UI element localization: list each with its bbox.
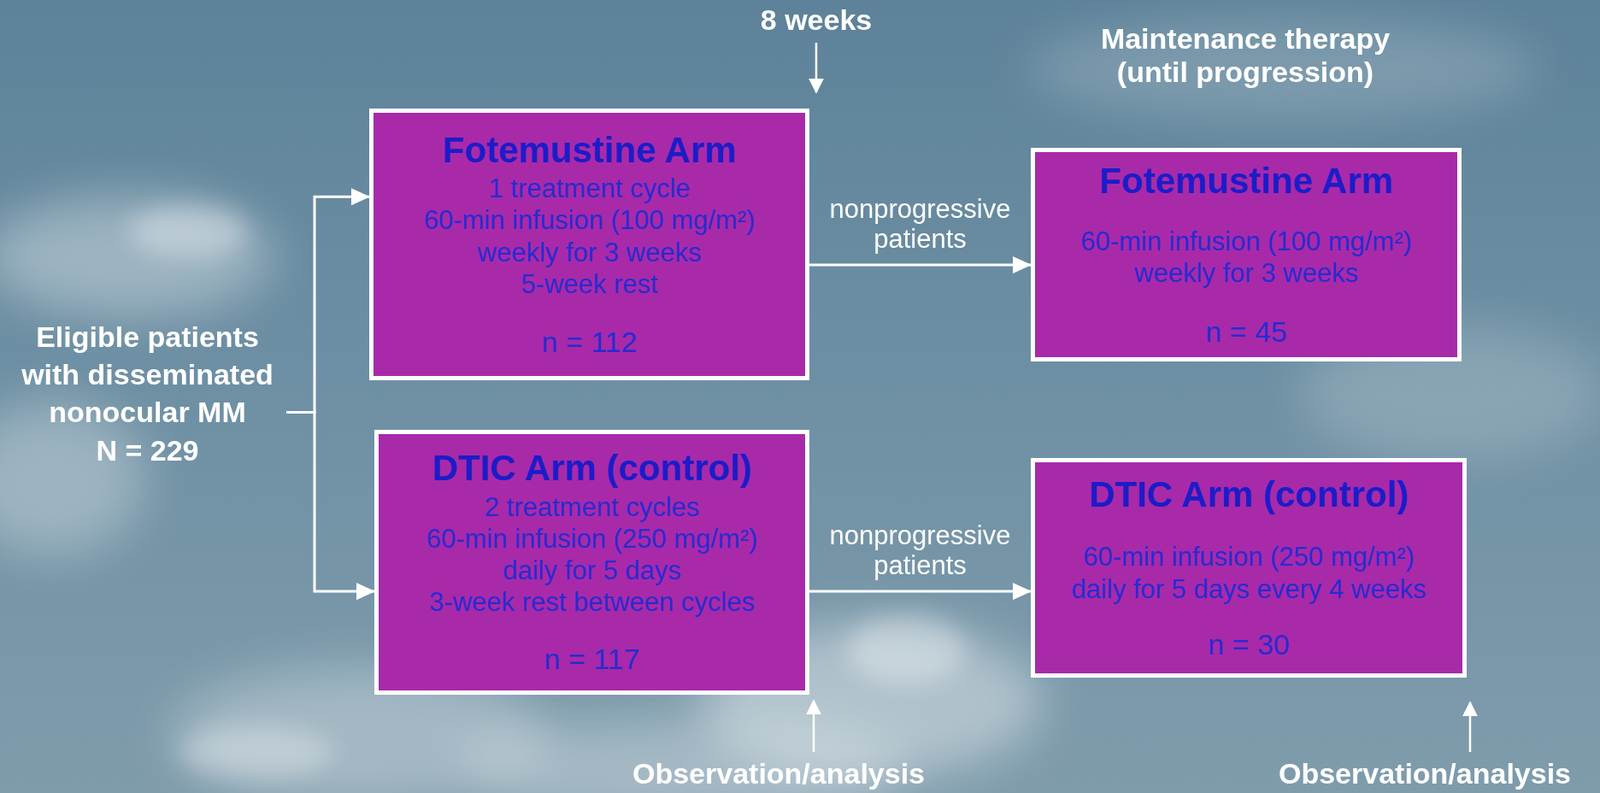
observation-label: Observation/analysis (1278, 757, 1571, 791)
leader-arrow (815, 42, 818, 93)
regimen-line: 60-min infusion (100 mg/m²) (423, 204, 756, 236)
leader-arrow (1469, 702, 1472, 753)
regimen-line: weekly for 3 weeks (477, 236, 702, 269)
leader-arrow (812, 700, 816, 753)
regimen-line: daily for 5 days (502, 554, 682, 587)
treatment-box: DTIC Arm (control) 60-min infusion (250 m… (1030, 458, 1467, 678)
cloud (0, 17, 1600, 793)
eligibility-text: N = 229 (8, 431, 287, 470)
duration-label: 8 weeks (760, 3, 872, 37)
edge-label: nonprogressive patients (817, 194, 1024, 255)
regimen-line: 60-min infusion (250 mg/m²) (426, 523, 759, 555)
regimen-line: 60-min infusion (250 mg/m²) (1082, 541, 1415, 573)
flow-arrow (286, 411, 375, 592)
treatment-box: Fotemustine Arm 60-min infusion (100 mg/m… (1030, 147, 1462, 362)
edge-label: nonprogressive patients (817, 520, 1024, 582)
regimen-line: 2 treatment cycles (484, 491, 700, 524)
patient-count: n = 117 (544, 642, 641, 677)
arm-title: Fotemustine Arm (442, 129, 737, 171)
patient-count: n = 112 (541, 325, 638, 359)
patient-count: n = 30 (1207, 628, 1289, 662)
flow-arrow (809, 590, 1031, 594)
eligibility-block: Eligible patients with disseminated nono… (8, 317, 287, 470)
flow-arrow (809, 264, 1031, 267)
regimen-line: 3-week rest between cycles (429, 586, 755, 618)
flow-arrow (286, 196, 370, 412)
regimen-line: weekly for 3 weeks (1134, 257, 1359, 289)
arm-title: Fotemustine Arm (1099, 160, 1394, 202)
regimen-line: 5-week rest (520, 268, 658, 300)
regimen-line: 60-min infusion (100 mg/m²) (1080, 225, 1412, 258)
treatment-box: Fotemustine Arm1 treatment cycle60-min i… (369, 108, 810, 381)
patient-count: n = 45 (1205, 315, 1287, 349)
regimen-line: 1 treatment cycle (488, 172, 690, 205)
eligibility-text: Eligible patients with disseminated nono… (8, 317, 287, 432)
phase-heading: Maintenance therapy (until progression) (1074, 22, 1417, 89)
cloud (128, 205, 966, 778)
arm-title: DTIC Arm (control) (1088, 474, 1409, 516)
observation-label: Observation/analysis (632, 757, 925, 791)
regimen-line: daily for 5 days every 4 weeks (1070, 573, 1426, 606)
treatment-box: DTIC Arm (control)2 treatment cycles60-m… (374, 429, 810, 695)
arm-title: DTIC Arm (control) (431, 447, 752, 489)
